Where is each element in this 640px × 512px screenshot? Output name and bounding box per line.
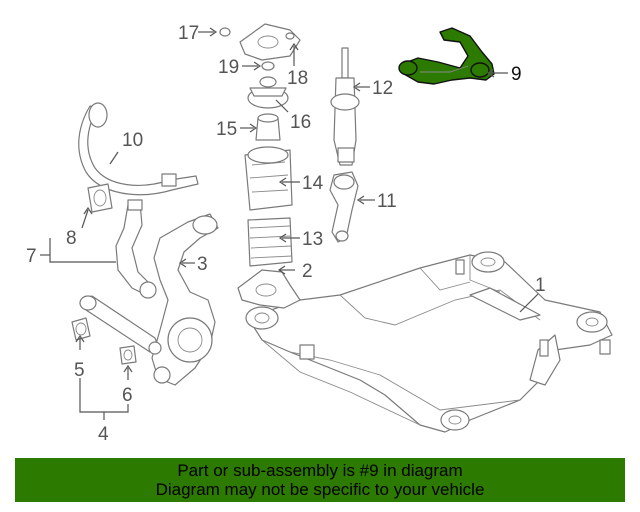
callout-9: 9 (511, 64, 522, 85)
callout-2: 2 (302, 261, 313, 282)
dust-boot-part-14[interactable] (244, 146, 293, 211)
spring-insulator-part-2[interactable] (237, 269, 301, 309)
spring-seat-part-13[interactable] (247, 217, 293, 267)
banner-line-disclaimer: Diagram may not be specific to your vehi… (155, 480, 485, 499)
parts-diagram: 17 18 19 16 15 14 13 2 12 11 9 1 3 10 8 … (26, 23, 613, 445)
callout-7: 7 (26, 246, 37, 267)
callout-18: 18 (287, 68, 308, 89)
upper-control-arm-part-9[interactable] (398, 27, 495, 85)
bushing-part-5[interactable] (71, 317, 91, 341)
callout-1: 1 (535, 275, 546, 296)
bushing-part-6[interactable] (119, 345, 137, 365)
callout-16: 16 (290, 112, 311, 133)
callout-3: 3 (197, 254, 208, 275)
mount-part-18[interactable] (239, 23, 301, 61)
nut-part-19[interactable] (261, 61, 275, 71)
callout-6: 6 (122, 385, 133, 406)
leader-lines (40, 27, 539, 420)
callout-15: 15 (216, 119, 237, 140)
callout-13: 13 (302, 229, 323, 250)
bump-stop-part-15[interactable] (255, 113, 281, 141)
callout-5: 5 (74, 360, 85, 381)
callout-10: 10 (122, 130, 143, 151)
crossmember-part-1[interactable] (245, 251, 613, 433)
callout-19: 19 (218, 57, 239, 78)
strut-mount-part-16[interactable] (247, 76, 289, 109)
callout-4: 4 (98, 424, 109, 445)
callout-11: 11 (377, 191, 397, 212)
knuckle-bracket-part-11[interactable] (329, 171, 359, 243)
callout-12: 12 (372, 78, 393, 99)
lower-control-arm-part-7[interactable] (115, 199, 157, 299)
steering-knuckle-part-3[interactable] (151, 213, 219, 386)
bushing-part-8[interactable] (87, 183, 113, 213)
callout-labels: 17 18 19 16 15 14 13 2 12 11 9 1 3 10 8 … (26, 23, 546, 445)
strut-assembly-part-12[interactable] (330, 47, 360, 166)
callout-17: 17 (178, 23, 199, 44)
callout-8: 8 (66, 228, 77, 249)
stabilizer-bar-part-10[interactable] (78, 102, 199, 196)
nut-part-17[interactable] (219, 27, 231, 37)
info-banner: Part or sub-assembly is #9 in diagram Di… (15, 458, 625, 502)
tension-rod-part[interactable] (79, 295, 162, 355)
banner-line-part-number: Part or sub-assembly is #9 in diagram (177, 461, 463, 480)
callout-14: 14 (302, 173, 324, 194)
